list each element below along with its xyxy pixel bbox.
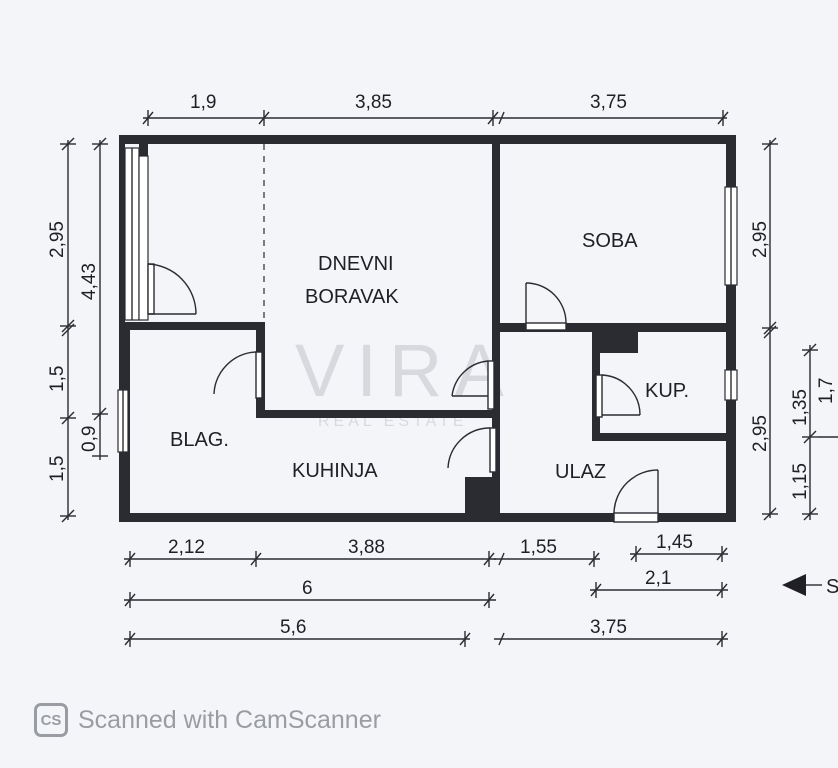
- dim-top-3: 3,75: [590, 92, 627, 113]
- door-ulaz: [613, 469, 659, 523]
- dimensions-left: 2,95 4,43 1,5 0,9 1,5: [47, 137, 108, 523]
- room-label-ulaz: ULAZ: [555, 461, 606, 483]
- dim-left-small: 0,9: [79, 426, 100, 452]
- room-label-kuhinja: KUHINJA: [292, 460, 378, 482]
- dim-right-soba: 2,95: [750, 221, 771, 258]
- door-soba: [525, 282, 567, 331]
- dim-left-bottom: 1,5: [47, 456, 68, 482]
- floor-plan-drawing: VIRA REAL ESTATE: [47, 92, 838, 647]
- dim-bottom-3: 1,55: [520, 537, 557, 558]
- dim-row3-left: 5,6: [280, 617, 306, 638]
- dim-top-1: 1,9: [190, 92, 216, 113]
- dim-left-outer: 4,43: [79, 263, 100, 300]
- door-kuhinja: [447, 427, 497, 473]
- room-label-blag: BLAG.: [170, 429, 229, 451]
- room-label-dnevni: DNEVNI: [318, 253, 394, 275]
- door-living-bottom: [451, 360, 495, 410]
- dim-bottom-2: 3,88: [348, 537, 385, 558]
- room-label-soba: SOBA: [582, 230, 638, 252]
- dim-row2-left: 6: [302, 578, 313, 599]
- windows: [117, 147, 738, 453]
- section-marker: S: [782, 574, 838, 598]
- room-label-kup: KUP.: [645, 380, 689, 402]
- walls: [119, 135, 736, 522]
- dimensions-top: 1,9 3,85 3,75: [142, 92, 729, 126]
- dim-bottom-4: 1,45: [656, 532, 693, 553]
- dimensions-right: 2,95 2,95 1,35 1,7 1,15: [750, 137, 838, 521]
- dim-left-inner-top: 2,95: [47, 221, 68, 258]
- door-blag: [213, 351, 263, 399]
- dim-row3-right: 3,75: [590, 617, 627, 638]
- camscanner-logo-icon: CS: [34, 703, 68, 737]
- section-marker-label: S: [826, 576, 838, 598]
- watermark: VIRA REAL ESTATE: [295, 329, 516, 430]
- dim-left-mid: 1,5: [47, 366, 68, 392]
- dim-right-cut: 1,7: [816, 378, 837, 404]
- room-label-boravak: BORAVAK: [305, 286, 399, 308]
- dim-right-ulaz: 1,15: [790, 463, 811, 500]
- dim-top-2: 3,85: [355, 92, 392, 113]
- doors: [147, 263, 659, 523]
- door-living-left: [147, 263, 197, 315]
- arrow-left-icon: [782, 574, 806, 596]
- scanner-watermark: CS Scanned with CamScanner: [34, 702, 381, 738]
- watermark-brand: VIRA: [295, 329, 516, 412]
- room-labels: DNEVNI BORAVAK SOBA KUP. BLAG. KUHINJA U…: [170, 230, 689, 483]
- door-kup: [595, 374, 641, 418]
- dim-right-kup: 1,35: [790, 389, 811, 426]
- dim-right-lower: 2,95: [750, 415, 771, 452]
- scanner-text: Scanned with CamScanner: [78, 705, 381, 734]
- dim-bottom-1: 2,12: [168, 537, 205, 558]
- dim-row2-right: 2,1: [645, 568, 671, 589]
- dimensions-bottom: 2,12 3,88 1,55 1,45 6 2,1 5,6 3,75: [124, 532, 728, 647]
